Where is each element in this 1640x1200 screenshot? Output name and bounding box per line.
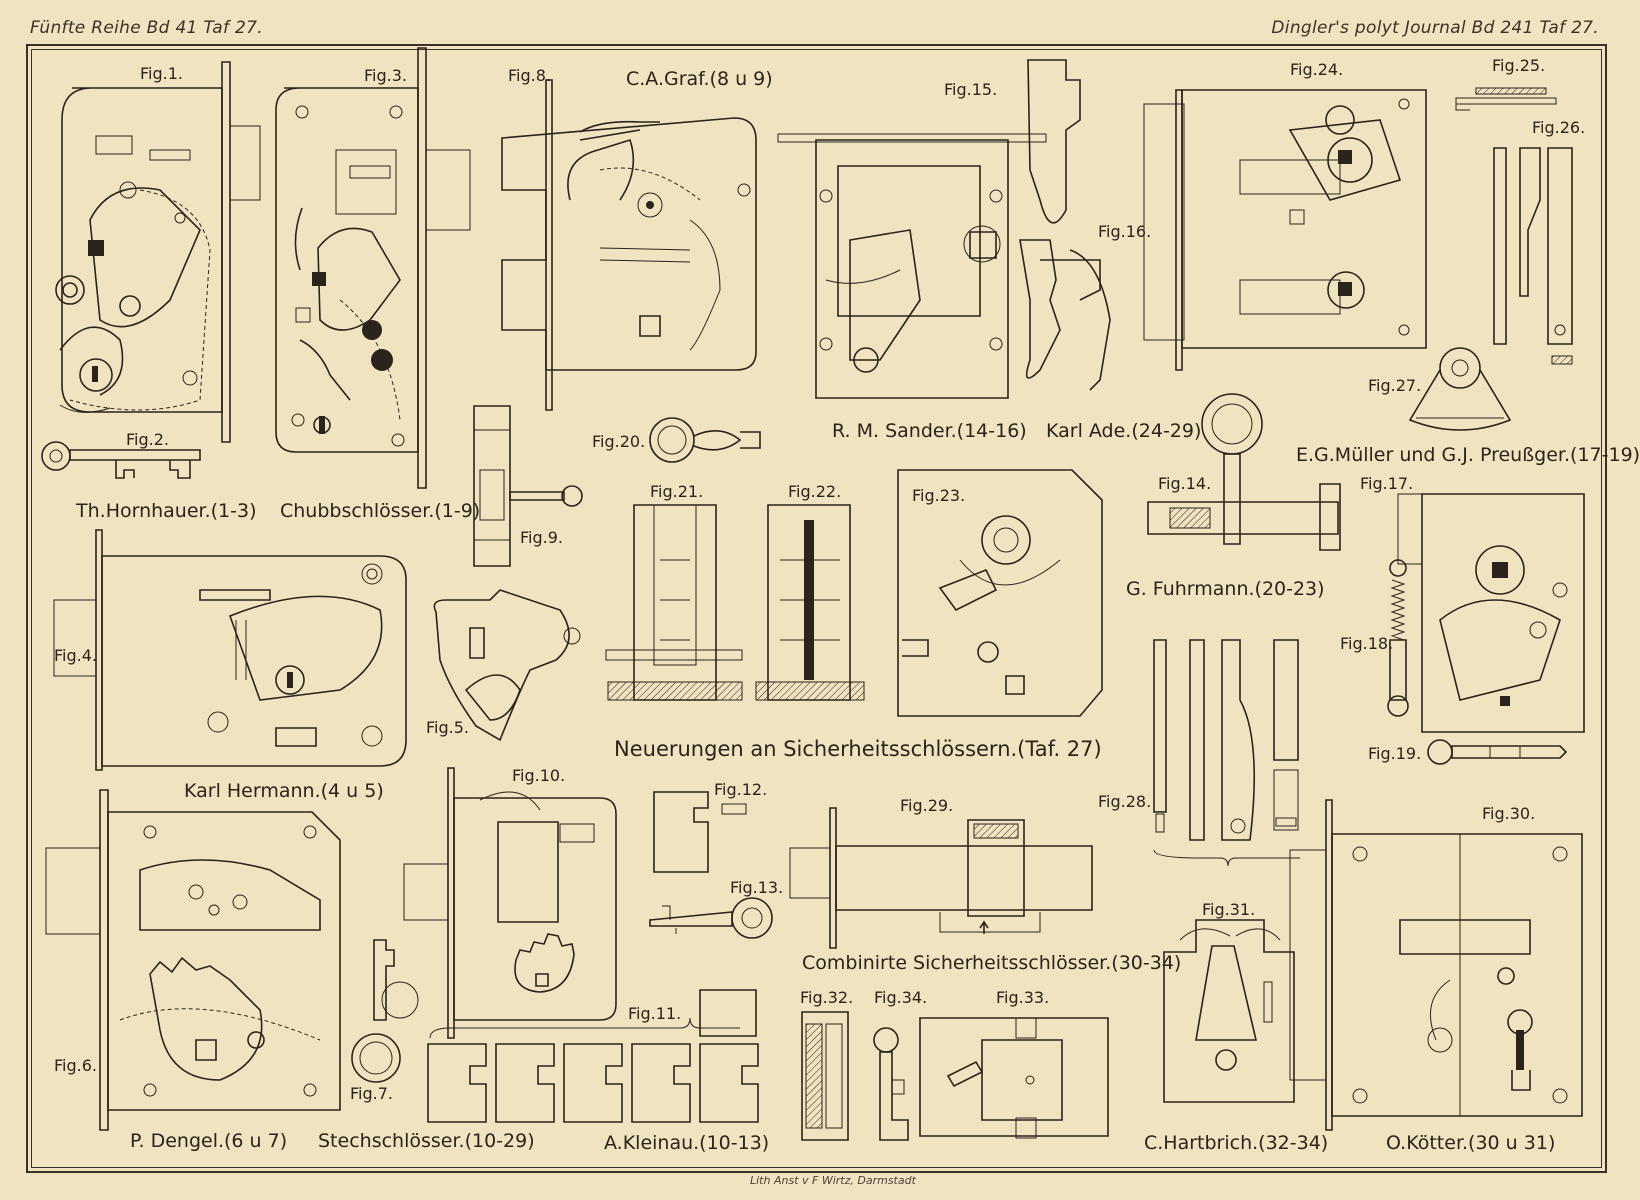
fig11-label: Fig.11.	[628, 1004, 682, 1023]
fig9-drawing	[474, 406, 582, 566]
fig11-drawing	[428, 990, 758, 1122]
plate-title: Neuerungen an Sicherheitsschlössern.(Taf…	[614, 737, 1102, 761]
fig33-drawing	[920, 1018, 1108, 1138]
caption-graf: C.A.Graf.(8 u 9)	[626, 68, 773, 90]
fig18-label: Fig.18.	[1340, 634, 1394, 653]
fig12-drawing	[654, 792, 746, 872]
caption-hornhauer: Th.Hornhauer.(1-3)	[76, 500, 257, 522]
header-right: Dingler's polyt Journal Bd 241 Taf 27.	[1271, 18, 1599, 38]
fig16-drawing	[1020, 60, 1110, 390]
caption-kleinau: A.Kleinau.(10-13)	[604, 1132, 770, 1154]
plate-frame	[26, 44, 1607, 1173]
fig23-label: Fig.23.	[912, 486, 966, 505]
caption-ade: Karl Ade.(24-29)	[1046, 420, 1202, 442]
fig7-label: Fig.7.	[350, 1084, 393, 1103]
fig14-drawing	[1148, 394, 1340, 550]
fig8-label: Fig.8.	[508, 66, 551, 85]
caption-sander: R. M. Sander.(14-16)	[832, 420, 1027, 442]
fig25-drawing	[1456, 88, 1556, 110]
fig4-lock-drawing	[54, 530, 406, 770]
fig7-drawing	[352, 940, 418, 1082]
fig24-label: Fig.24.	[1290, 60, 1344, 79]
fig2-key-drawing	[42, 442, 200, 478]
fig27-drawing	[1410, 348, 1510, 430]
fig13-label: Fig.13.	[730, 878, 784, 897]
fig33-label: Fig.33.	[996, 988, 1050, 1007]
fig23-drawing	[898, 470, 1102, 716]
fig25-label: Fig.25.	[1492, 56, 1546, 75]
fig6-label: Fig.6.	[54, 1056, 97, 1075]
caption-koetter: O.Kötter.(30 u 31)	[1386, 1132, 1556, 1154]
fig13-key-drawing	[650, 898, 772, 938]
fig29-drawing	[790, 808, 1092, 948]
fig1-lock-drawing	[56, 62, 260, 442]
caption-combinirte: Combinirte Sicherheitsschlösser.(30-34)	[802, 952, 1182, 974]
fig30-lock-drawing	[1290, 800, 1582, 1130]
fig29-label: Fig.29.	[900, 796, 954, 815]
fig21-label: Fig.21.	[650, 482, 704, 501]
fig4-label: Fig.4.	[54, 646, 97, 665]
fig30-label: Fig.30.	[1482, 804, 1536, 823]
fig17-lock-drawing	[1398, 494, 1584, 732]
fig26-drawing	[1494, 148, 1572, 364]
fig3-label: Fig.3.	[364, 66, 407, 85]
fig10-label: Fig.10.	[512, 766, 566, 785]
fig5-label: Fig.5.	[426, 718, 469, 737]
fig32-label: Fig.32.	[800, 988, 854, 1007]
fig18-drawing	[1388, 560, 1408, 716]
fig32-drawing	[802, 1012, 848, 1140]
fig10-lock-drawing	[404, 768, 616, 1038]
fig19-key-drawing	[1428, 740, 1566, 764]
header-left: Fünfte Reihe Bd 41 Taf 27.	[30, 18, 263, 38]
fig8-lock-drawing	[502, 80, 756, 410]
fig9-label: Fig.9.	[520, 528, 563, 547]
fig28-drawing	[1154, 640, 1300, 866]
fig5-drawing	[434, 590, 580, 740]
caption-hartbrich: C.Hartbrich.(32-34)	[1144, 1132, 1329, 1154]
caption-dengel: P. Dengel.(6 u 7)	[130, 1130, 288, 1152]
fig15-label: Fig.15.	[944, 80, 998, 99]
fig3-lock-drawing	[276, 48, 470, 488]
fig20-key-drawing	[650, 418, 760, 462]
fig16-label: Fig.16.	[1098, 222, 1152, 241]
fig34-key-drawing	[874, 1028, 908, 1140]
fig12-label: Fig.12.	[714, 780, 768, 799]
caption-stech: Stechschlösser.(10-29)	[318, 1130, 535, 1152]
fig6-lock-drawing	[46, 790, 340, 1130]
fig15-lock-drawing	[778, 134, 1046, 398]
fig17-label: Fig.17.	[1360, 474, 1414, 493]
fig2-label: Fig.2.	[126, 430, 169, 449]
fig28-label: Fig.28.	[1098, 792, 1152, 811]
fig1-label: Fig.1.	[140, 64, 183, 83]
caption-fuhrmann: G. Fuhrmann.(20-23)	[1126, 578, 1325, 600]
fig27-label: Fig.27.	[1368, 376, 1422, 395]
fig31-label: Fig.31.	[1202, 900, 1256, 919]
caption-chubb: Chubbschlösser.(1-9)	[280, 500, 481, 522]
fig21-drawing	[606, 505, 742, 700]
fig22-label: Fig.22.	[788, 482, 842, 501]
fig24-lock-drawing	[1144, 90, 1426, 370]
caption-mueller: E.G.Müller und G.J. Preußger.(17-19)	[1296, 444, 1640, 466]
caption-hermann: Karl Hermann.(4 u 5)	[184, 780, 384, 802]
fig14-label: Fig.14.	[1158, 474, 1212, 493]
fig22-drawing	[756, 505, 864, 700]
lithographer-imprint: Lith Anst v F Wirtz, Darmstadt	[750, 1174, 916, 1187]
fig34-label: Fig.34.	[874, 988, 928, 1007]
fig26-label: Fig.26.	[1532, 118, 1586, 137]
fig19-label: Fig.19.	[1368, 744, 1422, 763]
fig20-label: Fig.20.	[592, 432, 646, 451]
fig31-drawing	[1164, 920, 1294, 1102]
